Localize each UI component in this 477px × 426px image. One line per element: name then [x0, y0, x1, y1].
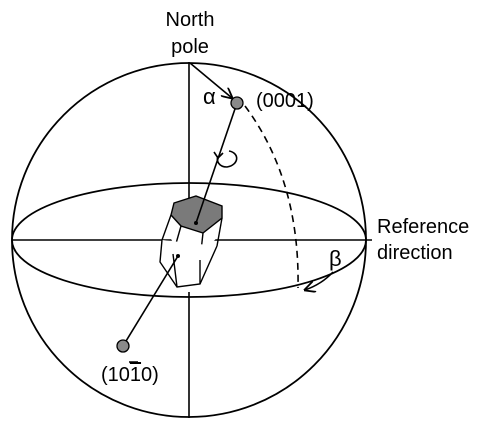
- hex-edge-left: [161, 214, 172, 241]
- a-axis-line: [122, 255, 179, 347]
- alpha-arrow: [189, 62, 232, 98]
- beta-arrow: [305, 271, 334, 290]
- plane-1010-prefix: (10: [101, 364, 130, 386]
- crystal-prism-dot: [176, 254, 180, 258]
- reference-direction-label-line1: Reference: [377, 216, 469, 238]
- reference-direction-label-line2: direction: [377, 242, 453, 264]
- plane-1010-label: (1010): [101, 364, 159, 386]
- plane-1010-barred-digit: 1: [130, 364, 141, 386]
- plane-0001-label: (0001): [256, 90, 314, 112]
- hex-edge-right: [216, 217, 223, 247]
- pole-point-0001: [230, 96, 244, 110]
- north-pole-label-line1: North: [166, 9, 215, 31]
- north-pole-label-line2: pole: [171, 36, 209, 58]
- crystal-center-dot: [194, 221, 198, 225]
- hexagonal-crystal: [159, 195, 223, 288]
- beta-label: β: [329, 246, 342, 271]
- hex-bottom-outline: [159, 239, 218, 288]
- alpha-label: α: [203, 84, 216, 109]
- plane-1010-suffix: 0): [141, 364, 159, 386]
- c-axis-line: [195, 102, 238, 224]
- pole-point-1010: [116, 339, 130, 353]
- beta-dashed-arc: [244, 105, 299, 289]
- hex-top-face: [170, 195, 223, 234]
- hex-bottom-inner: [172, 253, 178, 288]
